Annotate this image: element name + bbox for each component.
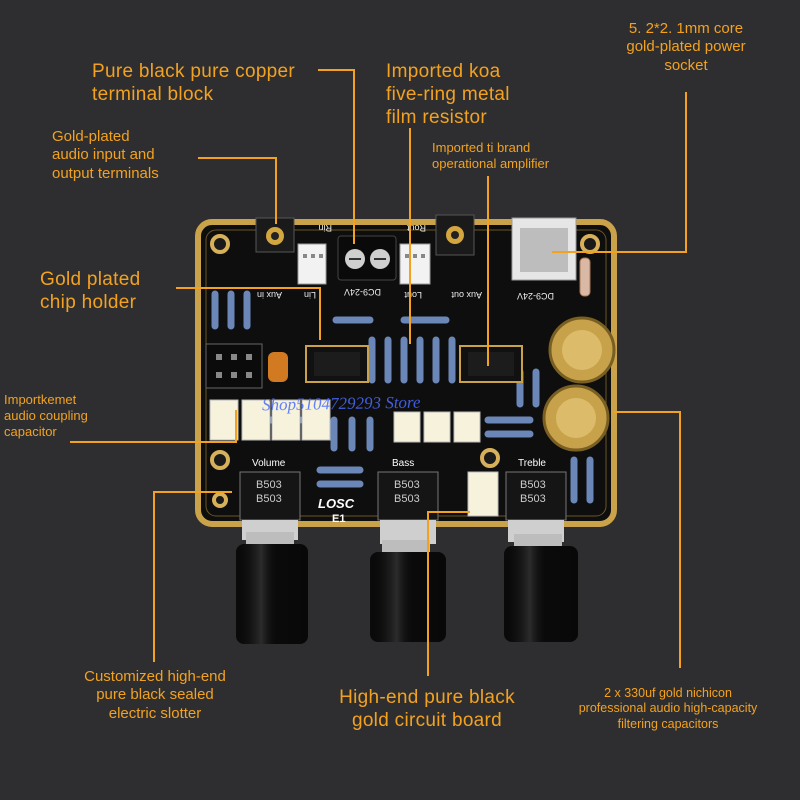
pot-marking-treble: B503 xyxy=(520,479,546,491)
metal-film-resistors xyxy=(211,290,594,504)
knob-label-treble: Treble xyxy=(518,458,546,469)
callout-power-socket: 5. 2*2. 1mm core gold-plated power socke… xyxy=(626,20,746,74)
callout-chip-holder: Gold plated chip holder xyxy=(40,269,141,314)
store-watermark: Shop5104729293 Store xyxy=(261,392,421,415)
pot-marking-volume-2: B503 xyxy=(256,493,282,505)
bass-knob xyxy=(370,540,446,642)
model-label: E1 xyxy=(332,513,345,525)
lin-header xyxy=(297,243,327,285)
pot-marking-volume: B503 xyxy=(256,479,282,491)
port-label-aux-in: Aux in xyxy=(257,290,282,300)
callout-filter-capacitors: 2 x 330uf gold nichicon professional aud… xyxy=(578,686,758,731)
pot-marking-bass-2: B503 xyxy=(394,493,420,505)
pin-header xyxy=(205,343,263,389)
port-label-rin: Rin xyxy=(318,223,332,233)
callout-terminal-block: Pure black pure copper terminal block xyxy=(92,61,296,106)
coupling-capacitors xyxy=(209,399,499,517)
callout-op-amp: Imported ti brand operational amplifier xyxy=(432,140,550,171)
pot-marking-bass: B503 xyxy=(394,479,420,491)
silkscreen-labels: DC9-24V DC9-24V Aux in Lin Rin Aux out L… xyxy=(257,223,554,301)
callout-resistor: Imported koa five-ring metal film resist… xyxy=(386,61,510,129)
callout-slotter: Customized high-end pure black sealed el… xyxy=(84,668,226,722)
brand-logo: LOSC xyxy=(318,496,355,511)
callout-audio-terminals: Gold-plated audio input and output termi… xyxy=(52,128,159,182)
electrolytic-capacitor-2 xyxy=(542,384,610,452)
lout-header xyxy=(399,243,431,285)
callout-coupling-capacitor: Importkemet audio coupling capacitor xyxy=(4,392,88,439)
port-label-lin: Lin xyxy=(304,290,316,300)
dc-label-2: DC9-24V xyxy=(517,291,554,301)
ceramic-capacitor xyxy=(268,352,288,382)
electrolytic-capacitor-1 xyxy=(548,316,616,384)
pot-marking-treble-2: B503 xyxy=(520,493,546,505)
op-amp-chip-left xyxy=(305,345,369,383)
knob-label-volume: Volume xyxy=(252,458,286,469)
callout-leader-lines xyxy=(70,69,687,676)
terminal-block xyxy=(337,235,397,281)
treble-knob xyxy=(504,534,578,642)
aux-out-jack xyxy=(435,214,475,256)
port-label-lout: Lout xyxy=(404,290,422,300)
volume-knob xyxy=(236,532,308,644)
port-label-aux-out: Aux out xyxy=(451,290,482,300)
power-socket xyxy=(511,217,577,281)
port-label-rout: Rout xyxy=(406,223,426,233)
op-amp-chip-right xyxy=(459,345,523,383)
callout-circuit-board: High-end pure black gold circuit board xyxy=(339,687,515,732)
dc-label-1: DC9-24V xyxy=(344,287,381,297)
power-resistor xyxy=(579,257,591,297)
knob-label-bass: Bass xyxy=(392,458,414,469)
